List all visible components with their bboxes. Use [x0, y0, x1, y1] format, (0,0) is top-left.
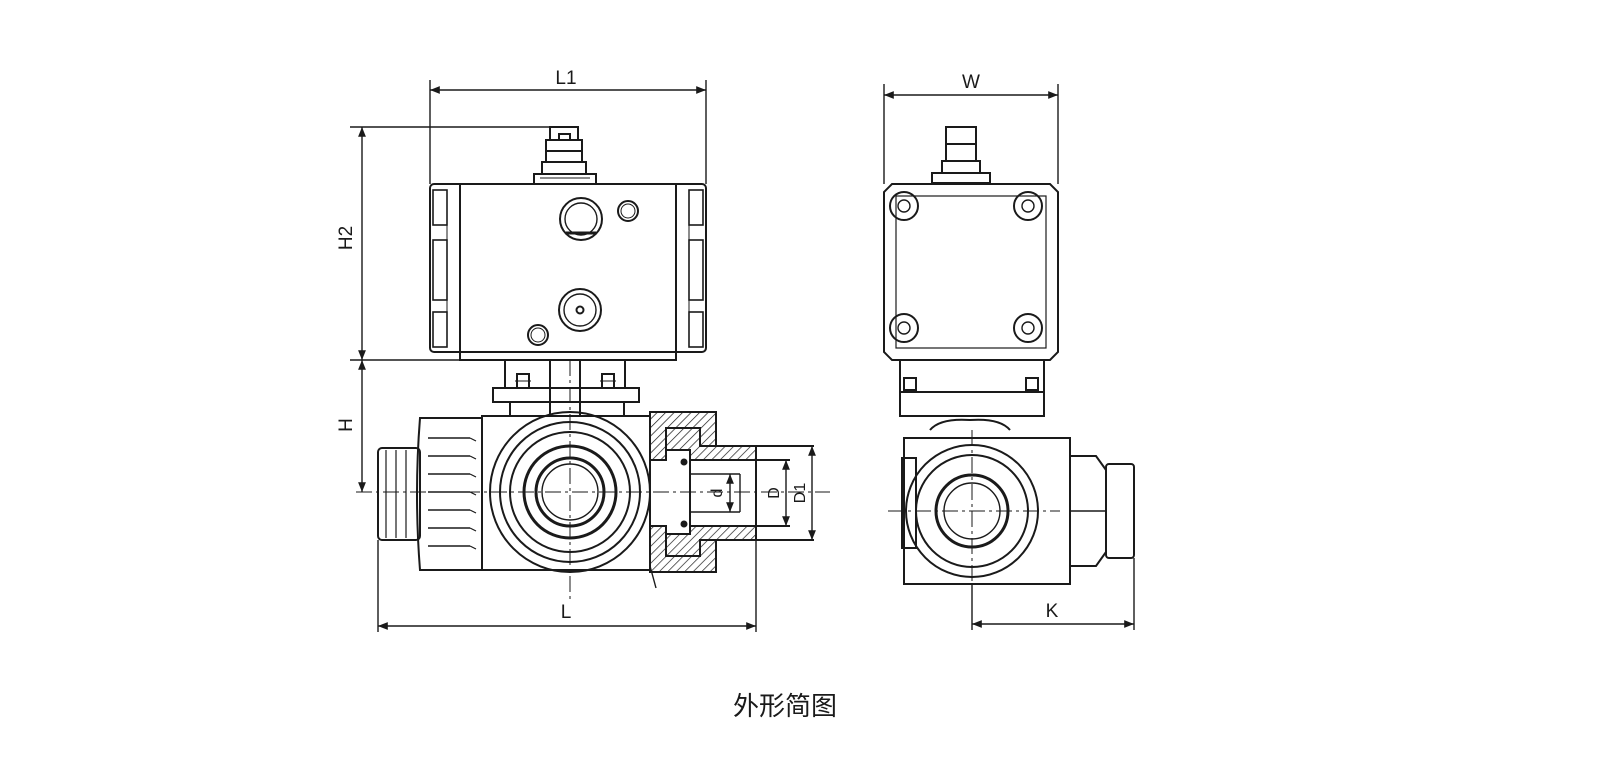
dim-label-D: D — [766, 487, 783, 499]
dim-label-L1: L1 — [555, 68, 576, 89]
front-view — [356, 126, 830, 600]
side-valve-body — [901, 418, 1135, 585]
right-union-section — [649, 411, 814, 589]
side-actuator-body — [883, 183, 1059, 361]
dim-label-H: H — [336, 418, 357, 432]
side-actuator-stem — [931, 126, 991, 184]
figure-caption: 外形简图 — [732, 692, 837, 722]
left-union-nut — [377, 417, 483, 571]
dimension-lines — [350, 80, 1135, 632]
dim-label-d: d — [709, 489, 726, 498]
mounting-bracket — [492, 359, 640, 417]
actuator-drive-stem — [533, 126, 597, 185]
dim-label-K: K — [1046, 601, 1059, 622]
dim-label-H2: H2 — [336, 226, 357, 250]
dim-label-L: L — [561, 602, 572, 623]
front-center-lines — [356, 360, 830, 600]
side-bracket — [899, 359, 1045, 417]
side-center-lines — [888, 430, 1060, 600]
dim-label-D1: D1 — [792, 483, 809, 504]
side-view — [883, 126, 1135, 600]
dim-label-W: W — [962, 72, 980, 93]
actuator-body — [429, 183, 707, 361]
dimension-labels: L1 W H2 H L K d D D1 — [336, 68, 1059, 623]
